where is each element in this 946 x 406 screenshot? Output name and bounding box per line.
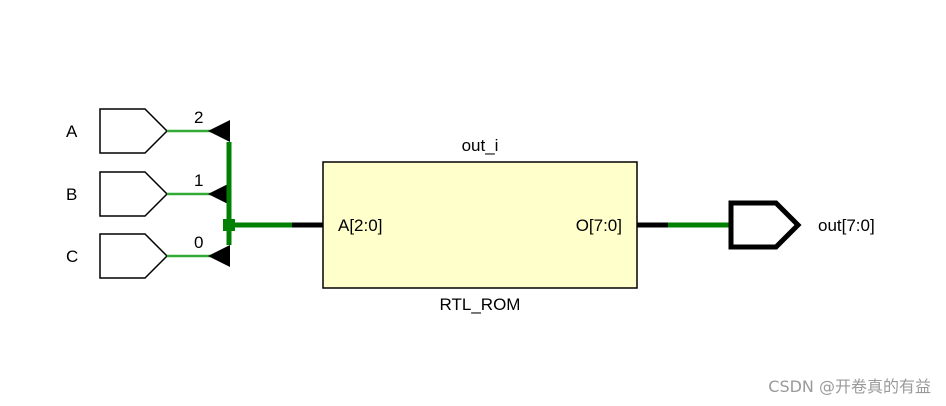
output-port-shape[interactable] <box>728 200 802 250</box>
block-type-label: RTL_ROM <box>440 295 521 314</box>
bit-index-b: 1 <box>194 171 203 190</box>
bus-tap-arrow-a <box>208 120 230 142</box>
input-label-b: B <box>66 185 77 204</box>
watermark: CSDN @开卷真的有益 <box>768 377 931 396</box>
bus-tap-arrow-c <box>208 245 230 267</box>
rom-block-body[interactable] <box>322 161 638 289</box>
rom-block[interactable]: out_i A[2:0] O[7:0] RTL_ROM <box>322 136 638 314</box>
output-port[interactable]: out[7:0] <box>728 200 875 250</box>
input-port-a[interactable]: A 2 <box>66 108 230 154</box>
input-port-a-shape[interactable] <box>99 108 169 154</box>
input-port-b[interactable]: B 1 <box>66 171 230 217</box>
input-port-b-shape[interactable] <box>99 171 169 217</box>
input-port-c[interactable]: C 0 <box>66 233 230 279</box>
block-input-port: A[2:0] <box>338 216 382 235</box>
block-instance-name: out_i <box>462 136 499 155</box>
output-port-label: out[7:0] <box>818 216 875 235</box>
bit-index-a: 2 <box>194 108 203 127</box>
input-label-c: C <box>66 247 78 266</box>
input-label-a: A <box>66 122 78 141</box>
bit-index-c: 0 <box>194 233 203 252</box>
block-output-port: O[7:0] <box>576 216 622 235</box>
input-port-c-shape[interactable] <box>99 233 169 279</box>
bus-tap-arrow-b <box>208 183 230 205</box>
